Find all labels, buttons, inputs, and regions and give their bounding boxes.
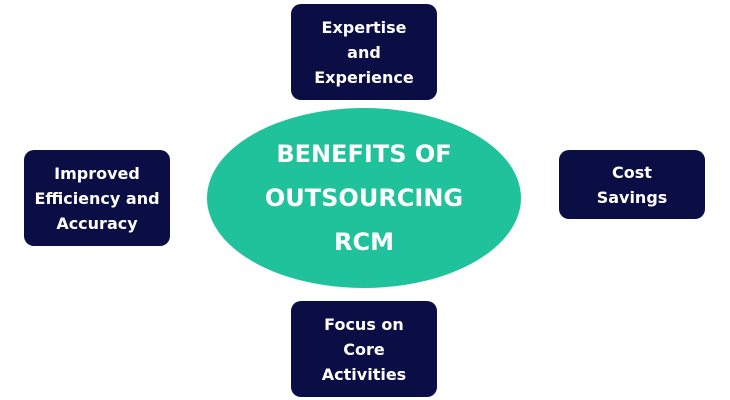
node-cost-savings: Cost Savings [559, 150, 705, 219]
node-efficiency-label: Improved Efficiency and Accuracy [34, 163, 160, 233]
node-cost-savings-label: Cost Savings [596, 162, 668, 207]
node-expertise-label: Expertise and Experience [314, 17, 414, 87]
node-expertise: Expertise and Experience [291, 4, 437, 100]
node-efficiency: Improved Efficiency and Accuracy [24, 150, 170, 246]
center-title: BENEFITS OF OUTSOURCING RCM [264, 140, 464, 256]
node-focus-label: Focus on Core Activities [321, 314, 407, 384]
center-ellipse: BENEFITS OF OUTSOURCING RCM [207, 108, 521, 288]
node-focus: Focus on Core Activities [291, 301, 437, 397]
